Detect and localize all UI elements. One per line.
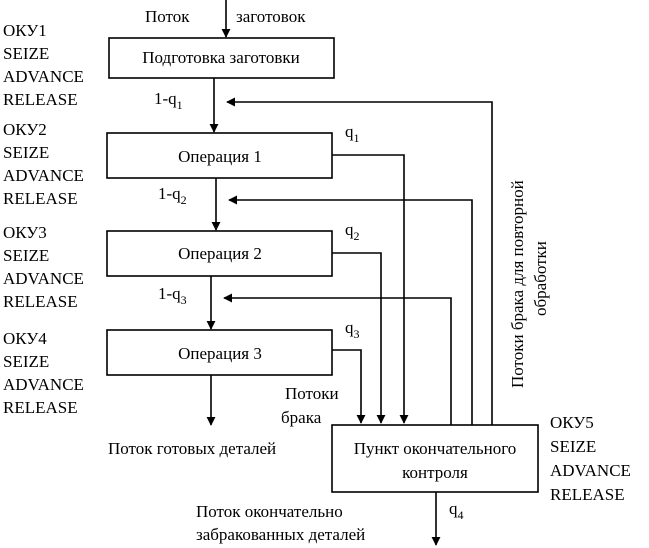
label-rework-line2: обработки bbox=[531, 241, 550, 316]
oku1-release: RELEASE bbox=[3, 90, 78, 109]
label-defects-line1: Потоки bbox=[285, 384, 339, 403]
box-final-control-line2: контроля bbox=[402, 463, 468, 482]
oku5-name: ОКУ5 bbox=[550, 413, 594, 432]
label-1-q2: 1-q2 bbox=[158, 184, 187, 207]
oku3-release: RELEASE bbox=[3, 292, 78, 311]
oku2-release: RELEASE bbox=[3, 189, 78, 208]
oku4-advance: ADVANCE bbox=[3, 375, 84, 394]
label-rejected-line1: Поток окончательно bbox=[196, 502, 343, 521]
box-preparation bbox=[108, 37, 335, 79]
box-final-control-line1: Пункт окончательного bbox=[354, 439, 517, 458]
block-oku4: ОКУ4 SEIZE ADVANCE RELEASE bbox=[3, 329, 84, 417]
oku5-seize: SEIZE bbox=[550, 437, 596, 456]
oku2-advance: ADVANCE bbox=[3, 166, 84, 185]
oku4-name: ОКУ4 bbox=[3, 329, 47, 348]
arrow-rework-op1 bbox=[226, 97, 493, 425]
box-operation-1 bbox=[106, 132, 333, 179]
label-1-q1: 1-q1 bbox=[154, 89, 183, 112]
oku3-seize: SEIZE bbox=[3, 246, 49, 265]
oku5-release: RELEASE bbox=[550, 485, 625, 504]
oku1-seize: SEIZE bbox=[3, 44, 49, 63]
arrow-op1-defect bbox=[332, 154, 409, 424]
label-q3: q3 bbox=[345, 318, 360, 341]
box-operation-3 bbox=[106, 329, 333, 376]
arrow-rework-op3 bbox=[223, 293, 452, 425]
label-1-q3: 1-q3 bbox=[158, 284, 187, 307]
label-q4: q4 bbox=[449, 499, 464, 522]
label-defects-line2: брака bbox=[281, 408, 322, 427]
label-finished-flow: Поток готовых деталей bbox=[108, 439, 276, 458]
block-oku1: ОКУ1 SEIZE ADVANCE RELEASE bbox=[3, 21, 84, 109]
box-operation-2 bbox=[106, 230, 333, 277]
oku3-name: ОКУ3 bbox=[3, 223, 47, 242]
box-preparation-label: Подготовка заготовки bbox=[142, 48, 299, 67]
label-rework-line1: Потоки брака для повторной bbox=[508, 180, 527, 388]
label-rejected-line2: забракованных деталей bbox=[196, 525, 365, 544]
label-q1: q1 bbox=[345, 122, 360, 145]
label-q2: q2 bbox=[345, 220, 360, 243]
box-operation-2-label: Операция 2 bbox=[178, 244, 262, 263]
oku4-seize: SEIZE bbox=[3, 352, 49, 371]
oku5-advance: ADVANCE bbox=[550, 461, 631, 480]
arrow-rework-op2 bbox=[228, 195, 473, 425]
block-oku3: ОКУ3 SEIZE ADVANCE RELEASE bbox=[3, 223, 84, 311]
arrow-op3-defect bbox=[332, 349, 366, 424]
arrow-op2-defect bbox=[332, 252, 386, 424]
oku2-seize: SEIZE bbox=[3, 143, 49, 162]
top-flow-right-label: заготовок bbox=[236, 7, 306, 26]
oku4-release: RELEASE bbox=[3, 398, 78, 417]
box-operation-3-label: Операция 3 bbox=[178, 344, 262, 363]
box-final-control bbox=[331, 424, 539, 493]
box-operation-1-label: Операция 1 bbox=[178, 147, 262, 166]
oku1-name: ОКУ1 bbox=[3, 21, 47, 40]
oku2-name: ОКУ2 bbox=[3, 120, 47, 139]
top-flow-left-label: Поток bbox=[145, 7, 190, 26]
block-oku2: ОКУ2 SEIZE ADVANCE RELEASE bbox=[3, 120, 84, 208]
block-oku5: ОКУ5 SEIZE ADVANCE RELEASE bbox=[550, 413, 631, 504]
oku3-advance: ADVANCE bbox=[3, 269, 84, 288]
oku1-advance: ADVANCE bbox=[3, 67, 84, 86]
